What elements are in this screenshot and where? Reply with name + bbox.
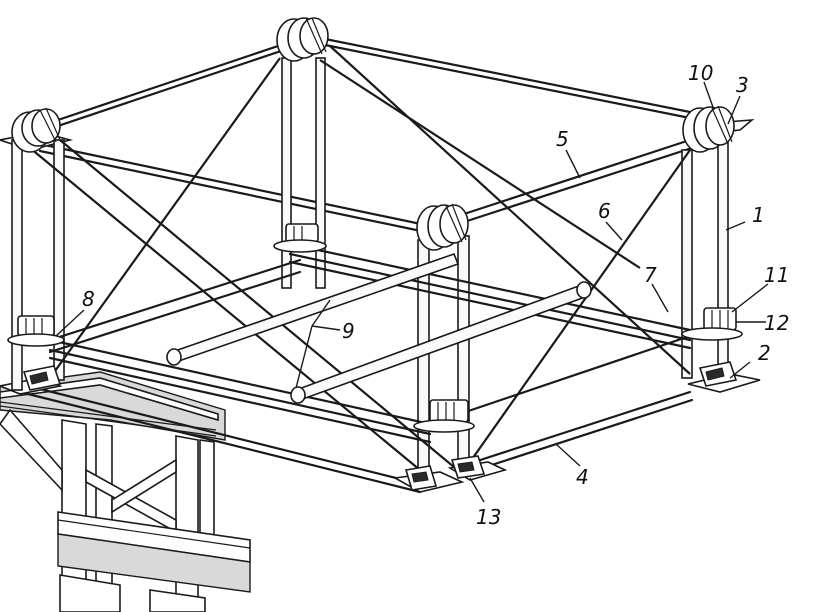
columns — [11, 57, 729, 479]
pulley-top-front — [416, 203, 469, 251]
callout-12: 12 — [764, 311, 789, 335]
callout-9: 9 — [342, 319, 355, 343]
callout-3: 3 — [736, 73, 749, 97]
callout-5: 5 — [556, 127, 569, 151]
support-truss — [0, 371, 251, 612]
pulley-top-back — [276, 17, 329, 62]
clamp-right — [681, 307, 743, 341]
top-frame — [0, 32, 755, 237]
clamp-left — [7, 315, 65, 347]
pulley-top-left — [11, 107, 61, 153]
callout-4: 4 — [576, 465, 589, 489]
callout-6: 6 — [598, 199, 611, 223]
callout-11: 11 — [764, 263, 789, 287]
callout-1: 1 — [752, 203, 765, 227]
carriage-rails — [48, 242, 692, 444]
callout-8: 8 — [82, 287, 95, 311]
foot-plates — [22, 361, 738, 491]
callout-10: 10 — [688, 61, 713, 85]
callout-leaders — [55, 81, 769, 503]
cross-bars — [166, 252, 592, 404]
callout-7: 7 — [644, 263, 657, 287]
pulley-top-right — [682, 105, 735, 153]
callout-13: 13 — [476, 505, 501, 529]
callout-2: 2 — [758, 341, 771, 365]
pulley-blocks — [11, 17, 735, 251]
clamp-front — [413, 399, 475, 433]
winch-clamps — [7, 223, 743, 433]
clamp-back — [273, 223, 327, 253]
callout-labels: 1 2 3 4 5 6 7 8 9 10 11 12 13 — [82, 61, 789, 529]
